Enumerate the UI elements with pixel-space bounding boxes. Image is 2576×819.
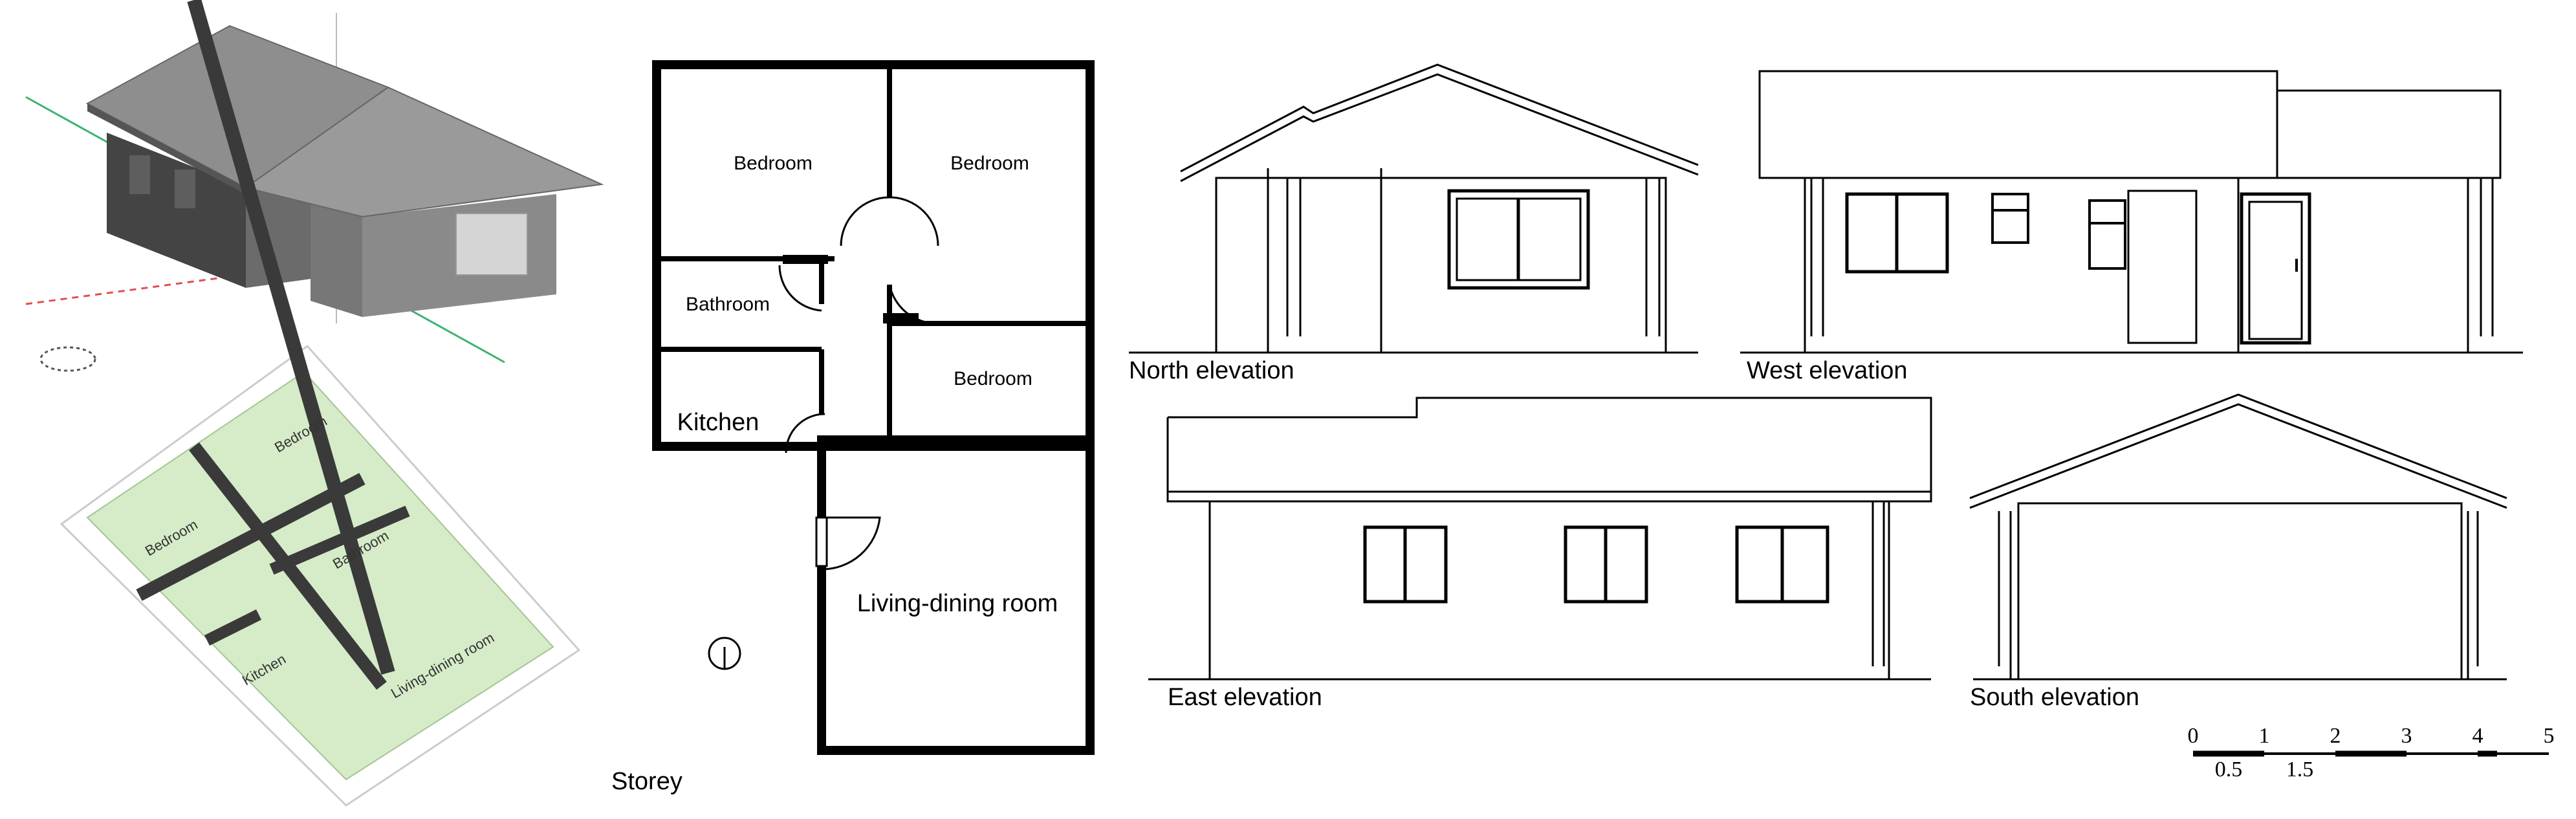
north-elevation: North elevation — [1129, 63, 1699, 384]
roof-fascia-main — [1758, 70, 2278, 179]
south-elevation: South elevation — [1969, 393, 2507, 711]
east-elevation: East elevation — [1148, 397, 1932, 711]
scale-bar: 0 1 2 3 4 5 0.5 1.5 — [2188, 724, 2555, 781]
room-label-kitchen: Kitchen — [677, 409, 759, 436]
scale-major-tick: 5 — [2544, 724, 2555, 748]
west-elevation: West elevation — [1740, 70, 2523, 384]
scale-major-tick: 3 — [2401, 724, 2412, 748]
wing-window — [455, 213, 528, 276]
wall-opening — [175, 169, 195, 208]
roof-line — [1969, 403, 2507, 509]
window — [1447, 189, 1590, 290]
cutaway-wall — [187, 0, 395, 675]
room-label-bedroom: Bedroom — [734, 153, 813, 174]
roof-outline — [1166, 397, 1932, 503]
cutaway-wall — [204, 609, 262, 646]
exterior-3d-model — [25, 13, 604, 372]
door-swing — [785, 413, 825, 453]
door-swing — [889, 196, 939, 246]
wing-roof-slope — [244, 86, 604, 218]
scale-major-tick: 2 — [2330, 724, 2341, 748]
cutaway-wall — [136, 473, 366, 601]
door-swing — [888, 284, 939, 325]
roof-fascia-wing — [2276, 89, 2502, 179]
outer-wall-top-block — [652, 60, 1095, 451]
room-label-living-dining: Living-dining room — [857, 590, 1058, 617]
door-swing — [778, 265, 822, 312]
door-swing — [840, 196, 890, 246]
elevation-label: East elevation — [1168, 684, 1322, 711]
door-panel — [815, 516, 828, 567]
room-label-bedroom: Bedroom — [954, 368, 1032, 389]
roof-line — [1180, 63, 1699, 173]
door-inner — [2248, 201, 2303, 340]
scale-major-tick: 1 — [2259, 724, 2270, 748]
elevation-label: South elevation — [1970, 684, 2139, 711]
door-swing — [821, 516, 881, 571]
cutaway-floor — [86, 371, 554, 781]
scale-major-tick: 4 — [2472, 724, 2483, 748]
small-window — [1991, 193, 2029, 244]
wall — [1215, 177, 1667, 354]
orbit-cursor-icon — [39, 346, 96, 372]
door — [2127, 190, 2198, 344]
cutaway-outline — [60, 344, 581, 807]
door — [2240, 192, 2311, 345]
wing-side-wall — [311, 201, 362, 317]
roof-end-face — [87, 104, 246, 194]
scale-major-tick: 0 — [2188, 724, 2199, 748]
elevation-label: West elevation — [1747, 357, 1908, 384]
cutaway-wall — [269, 505, 410, 575]
wall — [2017, 502, 2463, 681]
small-window — [2088, 199, 2126, 270]
roof-line — [1969, 393, 2507, 499]
wall-opening — [129, 155, 150, 194]
room-label-bathroom: Bathroom — [686, 294, 770, 315]
door-stub — [783, 255, 828, 264]
storey-label: Storey — [611, 768, 682, 795]
elevation-label: North elevation — [1129, 357, 1294, 384]
scale-minor-tick: 1.5 — [2286, 758, 2314, 781]
floor-plan: Bedroom Bedroom Bathroom Bedroom Kitchen… — [611, 60, 1095, 795]
scale-minor-tick: 0.5 — [2215, 758, 2243, 781]
roof-line — [1180, 73, 1699, 182]
room-label-bedroom: Bedroom — [950, 153, 1029, 174]
cutaway-3d-model: Bedroom Bedroom Bathroom Kitchen Living-… — [60, 0, 581, 807]
